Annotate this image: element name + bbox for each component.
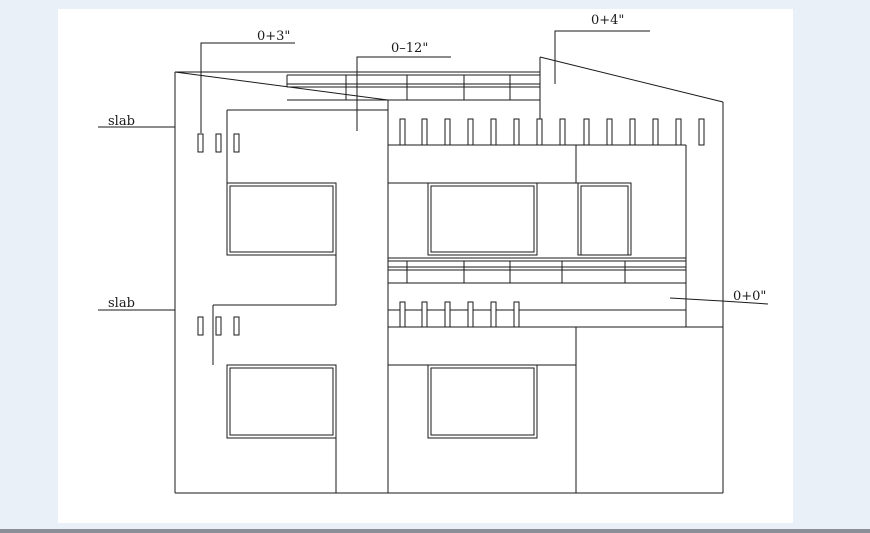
annotations: slab slab 0+3" 0–12" 0+4" 0+0" [108, 13, 766, 311]
level-label-top-right: 0+4" [591, 13, 624, 28]
slab-label-lower: slab [108, 296, 135, 311]
windows [226, 182, 632, 439]
upper-center-window [427, 182, 538, 256]
slab-label-upper: slab [108, 114, 135, 129]
building-outline [174, 56, 724, 494]
bottom-scrollbar-edge [0, 529, 870, 533]
level-label-right: 0+0" [733, 289, 766, 304]
drawing-sheet [58, 9, 793, 523]
lower-left-window [226, 364, 337, 439]
level-label-top-left: 0+3" [257, 29, 290, 44]
upper-right-window [577, 182, 632, 256]
lower-center-window [427, 364, 538, 439]
vent-slots [197, 118, 705, 336]
level-label-mid: 0–12" [391, 41, 428, 56]
leader-lines [98, 30, 769, 311]
upper-left-window [226, 182, 337, 256]
